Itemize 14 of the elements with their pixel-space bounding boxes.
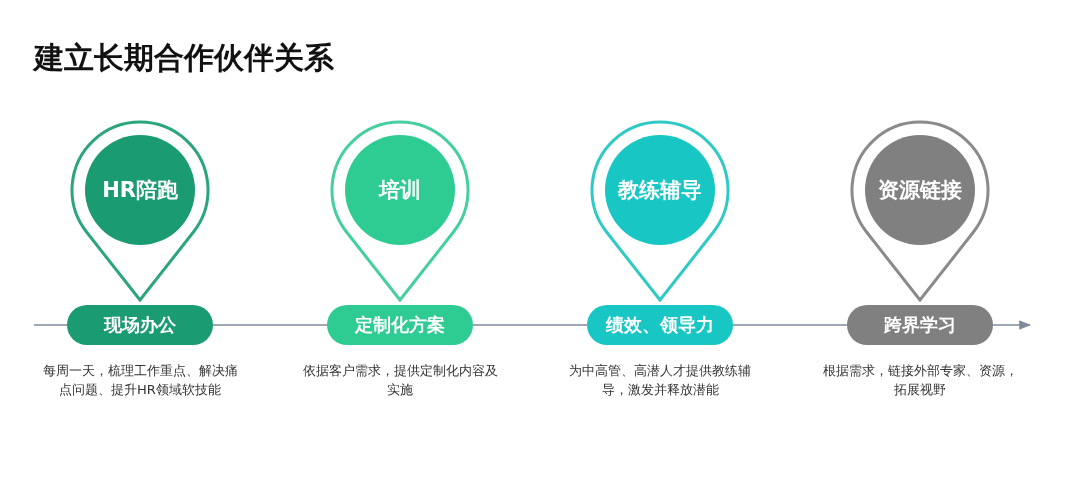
timeline-line [732, 324, 848, 326]
description-text: 依据客户需求，提供定制化内容及实施 [301, 362, 499, 399]
timeline-line [472, 324, 588, 326]
stage-pill: 现场办公 [67, 305, 213, 345]
timeline-arrow [992, 320, 1032, 330]
description-text: 为中高管、高潜人才提供教练辅导，激发并释放潜能 [568, 362, 752, 399]
stage-pill: 绩效、领导力 [587, 305, 733, 345]
stage-pill: 跨界学习 [847, 305, 993, 345]
timeline-line [33, 324, 68, 326]
description-text: 每周一天，梳理工作重点、解决痛点问题、提升HR领域软技能 [41, 362, 239, 399]
page-title: 建立长期合作伙伴关系 [34, 39, 334, 77]
stage-pill: 定制化方案 [327, 305, 473, 345]
timeline-line [212, 324, 328, 326]
description-text: 根据需求，链接外部专家、资源，拓展视野 [821, 362, 1019, 399]
